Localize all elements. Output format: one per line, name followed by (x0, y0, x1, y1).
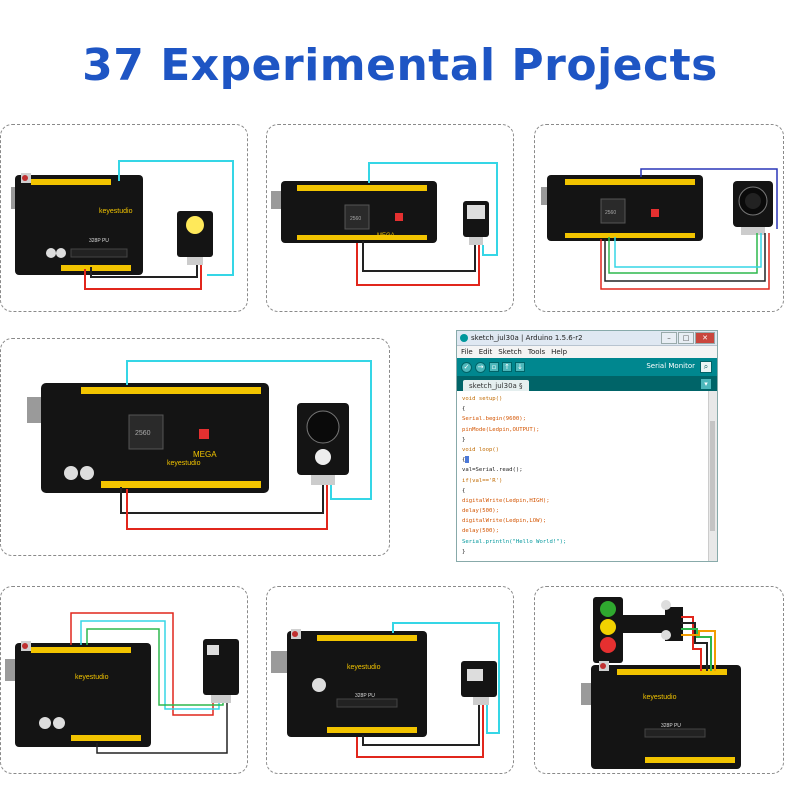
code-line: Serial.begin(9600); (462, 416, 526, 423)
scrollbar-thumb[interactable] (710, 421, 715, 531)
code-line: Serial.println("Hello World!"); (462, 538, 567, 545)
ide-toolbar: ✓ → ▫ ↑ ↓ Serial Monitor ⌕ (457, 358, 717, 376)
circuit-diagram-6: keyestudio (5, 612, 239, 754)
menu-file[interactable]: File (461, 348, 473, 356)
project-panel-7: keyestudio 328P PU (266, 586, 514, 774)
code-line: { (462, 487, 466, 494)
project-panel-3: 2560 (534, 124, 784, 312)
code-line: digitalWrite(Ledpin,HIGH); (462, 497, 550, 504)
ide-menu-bar: File Edit Sketch Tools Help (457, 346, 717, 358)
code-line: pinMode(Ledpin,OUTPUT); (462, 426, 540, 433)
ide-window-title: sketch_jul30a | Arduino 1.5.6-r2 (471, 334, 583, 342)
svg-text:keyestudio: keyestudio (99, 208, 133, 215)
svg-text:keyestudio: keyestudio (167, 460, 201, 467)
ide-tab-bar: sketch_jul30a § ▾ (457, 376, 717, 392)
code-line: delay(500); (462, 528, 500, 535)
circuit-diagram-2: 2560 MEGA (271, 162, 498, 286)
svg-text:2560: 2560 (605, 210, 616, 216)
tab-menu-icon[interactable]: ▾ (701, 379, 711, 389)
svg-text:328P PU: 328P PU (89, 238, 109, 244)
svg-text:328P PU: 328P PU (355, 693, 375, 699)
menu-help[interactable]: Help (551, 348, 568, 356)
serial-monitor-icon[interactable]: ⌕ (700, 361, 712, 373)
save-icon[interactable]: ↓ (515, 362, 525, 372)
menu-tools[interactable]: Tools (527, 348, 546, 356)
code-line: void setup() (462, 396, 503, 402)
code-line: val=Serial.read(); (462, 467, 523, 474)
text-cursor (465, 456, 470, 464)
maximize-icon[interactable]: □ (678, 332, 694, 344)
code-line: digitalWrite(Ledpin,LOW); (462, 518, 547, 525)
svg-text:MEGA: MEGA (193, 450, 217, 459)
circuit-diagram-8: keyestudio 328P PU (581, 597, 741, 769)
project-panel-8: keyestudio 328P PU (534, 586, 784, 774)
project-panel-1: keyestudio 328P PU (0, 124, 248, 312)
svg-text:2560: 2560 (135, 430, 151, 437)
arduino-ide-window: sketch_jul30a | Arduino 1.5.6-r2 – □ ✕ F… (456, 330, 718, 562)
serial-monitor-label: Serial Monitor (646, 362, 695, 370)
ide-title-bar: sketch_jul30a | Arduino 1.5.6-r2 – □ ✕ (457, 331, 717, 346)
project-panel-6: keyestudio (0, 586, 248, 774)
page-title: 37 Experimental Projects (82, 40, 718, 91)
upload-icon[interactable]: → (475, 361, 486, 373)
open-icon[interactable]: ↑ (502, 362, 512, 372)
circuit-diagram-4: 2560 keyestudio MEGA (27, 360, 372, 530)
editor-scrollbar[interactable] (708, 391, 717, 561)
code-line: if(val=='R') (462, 477, 503, 484)
code-line: { (462, 406, 466, 413)
code-line: { (462, 455, 709, 465)
verify-icon[interactable]: ✓ (461, 361, 472, 373)
code-line: delay(500); (462, 508, 500, 515)
code-line: void loop() (462, 446, 500, 453)
project-panel-2: 2560 MEGA (266, 124, 514, 312)
svg-text:keyestudio: keyestudio (75, 674, 109, 681)
tab-sketch[interactable]: sketch_jul30a § (463, 380, 529, 392)
menu-edit[interactable]: Edit (478, 348, 493, 356)
arduino-app-icon (460, 334, 468, 342)
svg-text:keyestudio: keyestudio (643, 694, 677, 701)
circuit-diagram-1: keyestudio 328P PU (11, 160, 234, 290)
menu-sketch[interactable]: Sketch (498, 348, 522, 356)
circuit-diagram-7: keyestudio 328P PU (271, 622, 500, 758)
svg-text:328P PU: 328P PU (661, 723, 681, 729)
svg-text:2560: 2560 (350, 216, 361, 222)
code-line: } (462, 548, 466, 555)
project-panel-4: 2560 keyestudio MEGA (0, 338, 390, 556)
new-file-icon[interactable]: ▫ (489, 362, 499, 372)
code-editor[interactable]: void setup() { Serial.begin(9600); pinMo… (457, 391, 709, 561)
circuit-diagram-3: 2560 (541, 168, 778, 290)
svg-text:keyestudio: keyestudio (347, 664, 381, 671)
close-icon[interactable]: ✕ (695, 332, 715, 344)
minimize-icon[interactable]: – (661, 332, 677, 344)
code-line: } (462, 436, 466, 443)
